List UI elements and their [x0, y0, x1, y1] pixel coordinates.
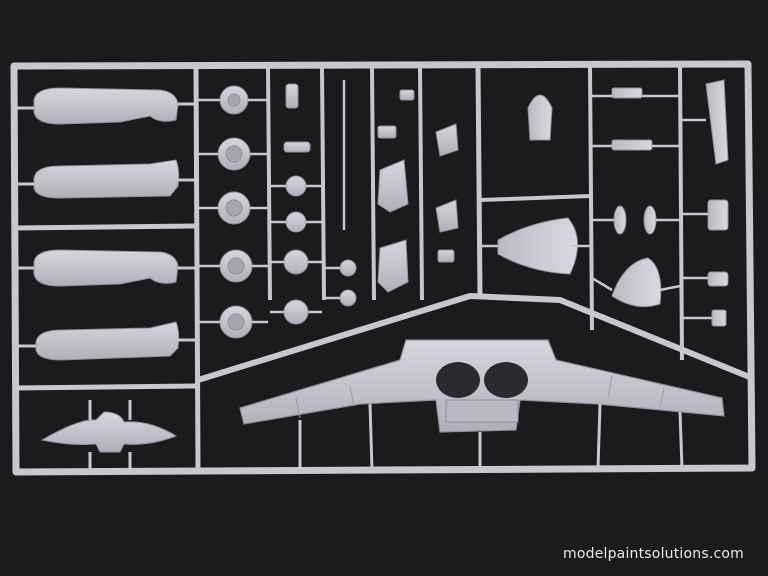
fuselage-parts	[33, 87, 180, 361]
main-wing-part	[239, 339, 725, 433]
sprue-frame	[10, 60, 756, 476]
small-gates	[198, 80, 346, 324]
wing-gates	[298, 403, 684, 471]
wheel-parts	[217, 83, 357, 339]
watermark-text: modelpaintsolutions.com	[563, 546, 744, 562]
pylon-parts	[377, 89, 459, 293]
canopy-gates	[480, 94, 712, 320]
tail-part	[40, 400, 178, 470]
fuselage-gates	[16, 102, 196, 348]
canopy-parts	[497, 79, 729, 327]
